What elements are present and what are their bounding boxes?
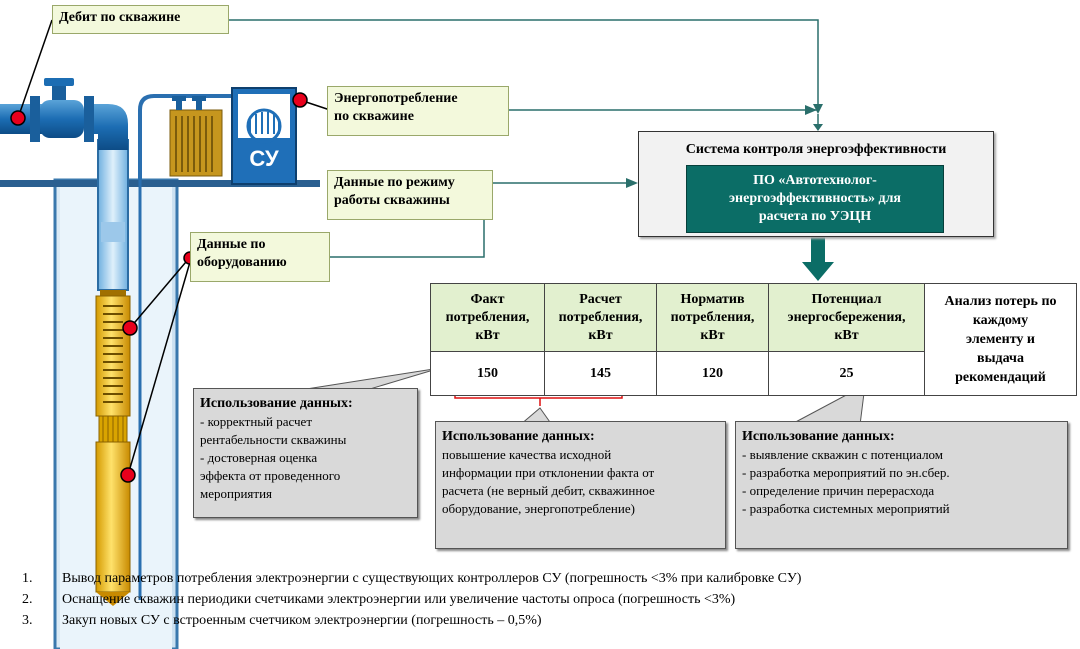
value-fact: 150 [430, 351, 545, 396]
list-item-text: Оснащение скважин периодики счетчиками э… [62, 592, 736, 607]
value-potential: 25 [768, 351, 925, 396]
list-item-number: 2. [22, 592, 33, 607]
usage-right-line4: - разработка системных мероприятий [742, 501, 950, 516]
label-energy: Энергопотребление по скважине [327, 86, 509, 136]
usage-box-left: Использование данных: - корректный расче… [193, 388, 418, 518]
list-item-text: Вывод параметров потребления электроэнер… [62, 571, 802, 586]
analysis-cell: Анализ потерь по каждому элементу и выда… [924, 283, 1077, 396]
control-station [231, 87, 297, 185]
usage-box-right: Использование данных: - выявление скважи… [735, 421, 1068, 549]
data-flow-lines [229, 19, 819, 258]
header-norm-l1: Норматив [680, 291, 745, 307]
usage-middle-title: Использование данных: [442, 429, 595, 444]
marker-energy [292, 92, 308, 108]
header-fact-l2: потребления, [445, 309, 530, 325]
tubing [97, 139, 129, 291]
list-item-number: 1. [22, 571, 33, 586]
table-header-row: Факт потребления, кВт Расчет потребления… [430, 283, 1077, 396]
usage-left-title: Использование данных: [200, 396, 353, 411]
label-mode-line2: работы скважины [334, 193, 450, 208]
usage-left-line1: - корректный расчет [200, 414, 312, 429]
usage-middle-line3: расчета (не верный дебит, скважинное [442, 483, 655, 498]
transformer [169, 96, 223, 177]
label-mode: Данные по режиму работы скважины [327, 170, 493, 220]
analysis-l4: выдача [977, 351, 1024, 366]
usage-right-line1: - выявление скважин с потенциалом [742, 447, 944, 462]
header-calc: Расчет потребления, кВт [544, 283, 657, 352]
header-calc-l2: потребления, [558, 309, 643, 325]
label-debit-text: Дебит по скважине [59, 10, 181, 25]
marker-pump [122, 320, 138, 336]
software-line2: энергоэффективность» для [729, 191, 901, 206]
analysis-l5: рекомендаций [955, 370, 1046, 385]
header-norm-l2: потребления, [670, 309, 755, 325]
usage-left-line4: эффекта от проведенного [200, 468, 341, 483]
usage-right-line2: - разработка мероприятий по эн.сбер. [742, 465, 950, 480]
usage-left-line5: мероприятия [200, 486, 273, 501]
esp-pump [95, 290, 131, 606]
label-equipment: Данные по оборудованию [190, 232, 330, 282]
header-potential-l1: Потенциал [811, 291, 882, 307]
arrowheads [626, 104, 823, 188]
results-table: Факт потребления, кВт Расчет потребления… [430, 283, 1077, 396]
header-fact: Факт потребления, кВт [430, 283, 545, 352]
label-energy-line1: Энергопотребление [334, 91, 458, 106]
software-line1: ПО «Автотехнолог- [753, 173, 877, 188]
usage-left-line3: - достоверная оценка [200, 450, 318, 465]
header-potential: Потенциал энергосбережения, кВт [768, 283, 925, 352]
software-line3: расчета по УЭЦН [758, 209, 872, 224]
label-equipment-line1: Данные по [197, 237, 266, 252]
header-norm-l3: кВт [700, 327, 725, 343]
label-mode-line1: Данные по режиму [334, 175, 455, 190]
header-fact-l1: Факт [470, 291, 505, 307]
list-item: 1. Вывод параметров потребления электроэн… [22, 568, 801, 589]
header-norm: Норматив потребления, кВт [656, 283, 769, 352]
value-norm: 120 [656, 351, 769, 396]
header-potential-l2: энергосбережения, [787, 309, 906, 325]
usage-right-title: Использование данных: [742, 429, 895, 444]
header-potential-l3: кВт [834, 327, 859, 343]
result-arrow [802, 235, 834, 281]
label-equipment-line2: оборудованию [197, 255, 287, 270]
header-calc-l3: кВт [588, 327, 613, 343]
usage-left-line2: рентабельности скважины [200, 432, 347, 447]
analysis-l1: Анализ потерь по [944, 294, 1057, 309]
label-energy-line2: по скважине [334, 109, 414, 124]
list-item-text: Закуп новых СУ с встроенным счетчиком эл… [62, 613, 542, 628]
system-title: Система контроля энергоэффективности [685, 142, 947, 157]
usage-middle-line4: оборудование, энергопотребление) [442, 501, 635, 516]
header-calc-l1: Расчет [579, 291, 622, 307]
list-item-number: 3. [22, 613, 33, 628]
software-box: ПО «Автотехнолог- энергоэффективность» д… [686, 165, 944, 233]
value-calc: 145 [544, 351, 657, 396]
header-fact-l3: кВт [475, 327, 500, 343]
analysis-l3: элементу и [966, 332, 1035, 347]
usage-middle-line2: информации при отклонении факта от [442, 465, 655, 480]
usage-box-middle: Использование данных: повышение качества… [435, 421, 726, 549]
leader-lines [17, 19, 331, 476]
list-item: 3. Закуп новых СУ с встроенным счетчиком … [22, 610, 801, 631]
usage-right-line3: - определение причин перерасхода [742, 483, 935, 498]
footer-list: 1. Вывод параметров потребления электроэн… [22, 568, 801, 631]
list-item: 2. Оснащение скважин периодики счетчиками… [22, 589, 801, 610]
power-cable [138, 94, 232, 180]
analysis-l2: каждому [972, 313, 1029, 328]
label-debit: Дебит по скважине [52, 5, 229, 34]
table-value-row: 150 145 120 25 [430, 351, 1077, 396]
usage-middle-line1: повышение качества исходной [442, 447, 612, 462]
su-label: СУ [249, 146, 279, 171]
marker-debit [10, 110, 26, 126]
marker-motor [120, 467, 136, 483]
